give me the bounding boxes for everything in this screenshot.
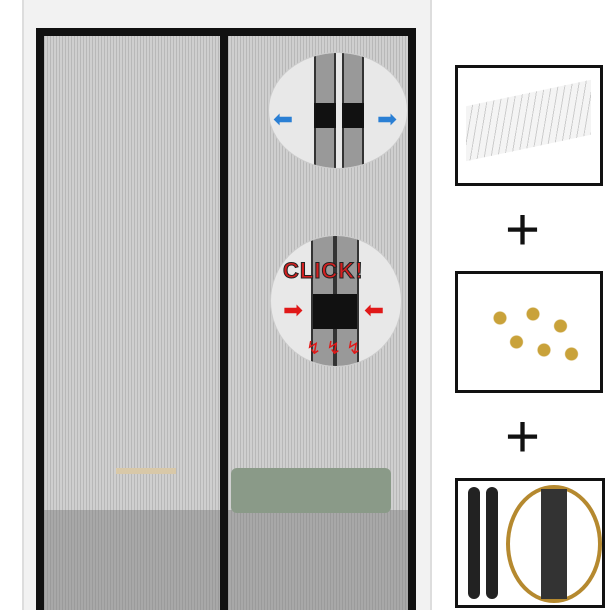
arrow-right-icon: ➡ bbox=[377, 106, 398, 133]
tie-back-straps-box bbox=[455, 478, 605, 608]
arrow-right-icon: ➡ bbox=[283, 297, 304, 324]
push-pins-box bbox=[455, 271, 603, 393]
strap-image bbox=[468, 487, 480, 599]
closing-illustration: CLICK! ➡ ⬅ ↯ ↯ ↯ bbox=[270, 235, 402, 367]
magnetic-screen-door bbox=[36, 28, 416, 610]
arrow-left-icon: ⬅ bbox=[364, 297, 385, 324]
click-label: CLICK! bbox=[283, 258, 364, 284]
pins-image bbox=[478, 294, 588, 374]
magnet-icon bbox=[314, 103, 336, 128]
plus-icon: + bbox=[505, 403, 541, 470]
plus-icon: + bbox=[505, 196, 541, 263]
arrow-left-icon: ⬅ bbox=[273, 106, 294, 133]
strap-image bbox=[486, 487, 498, 599]
opening-illustration: ⬅ ➡ bbox=[268, 52, 408, 169]
strips-image bbox=[466, 79, 591, 162]
spark-icon: ↯ ↯ ↯ bbox=[306, 338, 362, 358]
sofa bbox=[231, 468, 391, 513]
left-screen-panel bbox=[44, 36, 220, 610]
side-table bbox=[116, 468, 176, 474]
curtain-circle bbox=[506, 485, 602, 603]
magnet-icon bbox=[313, 294, 357, 329]
magnet-icon bbox=[342, 103, 364, 128]
magnetic-strips-box bbox=[455, 65, 603, 186]
